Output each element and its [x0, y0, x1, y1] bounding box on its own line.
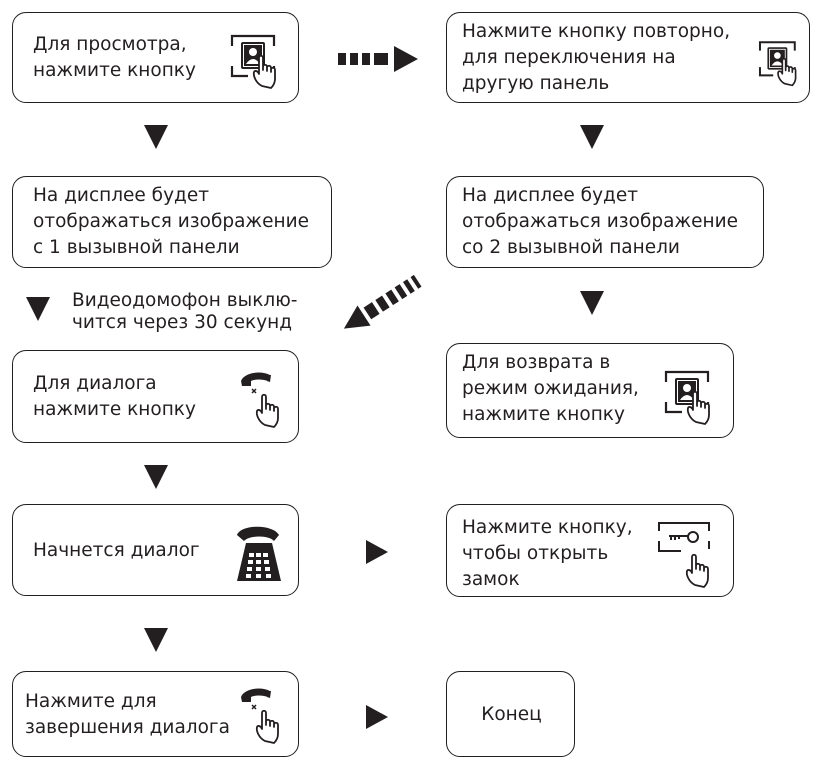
step-view-box: Для просмотра, нажмите кнопку	[12, 12, 299, 103]
arrow-right-2	[366, 705, 388, 729]
arrow-down-6	[144, 628, 168, 652]
arrow-down-3	[26, 297, 50, 321]
step-panel1-box: На дисплее будет отображаться изображени…	[12, 176, 332, 268]
step-view-text: Для просмотра, нажмите кнопку	[33, 34, 196, 81]
arrow-down-2	[580, 125, 604, 149]
step-dialog-box: Для диалога нажмите кнопку	[12, 350, 299, 443]
step-end-text: Конец	[481, 704, 542, 725]
step-end-dialog-box: Нажмите для завершения диалога	[12, 671, 299, 757]
step-open-lock-text: Нажмите кнопку, чтобы открыть замок	[462, 517, 633, 590]
step-standby-box: Для возврата в режим ожидания, нажмите к…	[446, 343, 734, 438]
monitor-button-icon	[664, 370, 710, 425]
arrow-right-1	[366, 540, 388, 564]
desk-phone-icon	[237, 526, 281, 581]
arrow-down-4	[580, 291, 604, 315]
step-dialog-start-text: Начнется диалог	[33, 540, 200, 561]
step-panel2-text: На дисплее будет отображаться изображени…	[462, 185, 738, 258]
step-panel1-text: На дисплее будет отображаться изображени…	[33, 185, 309, 258]
step-end-dialog-text: Нажмите для завершения диалога	[25, 691, 230, 738]
step-panel2-box: На дисплее будет отображаться изображени…	[446, 176, 764, 268]
monitor-button-icon	[230, 34, 276, 89]
handset-button-icon	[241, 372, 279, 428]
step-press-again-box: Нажмите кнопку повторно, для переключени…	[446, 12, 810, 103]
arrow-down-5	[144, 465, 168, 489]
step-dialog-text: Для диалога нажмите кнопку	[33, 373, 196, 420]
step-end-box: Конец	[446, 671, 575, 757]
step-standby-text: Для возврата в режим ожидания, нажмите к…	[462, 352, 639, 425]
step-open-lock-box: Нажмите кнопку, чтобы открыть замок	[446, 504, 734, 597]
monitor-button-icon	[758, 41, 797, 87]
door-key-button-icon	[658, 522, 710, 588]
dashed-arrow-diagonal	[343, 274, 422, 329]
arrow-down-1	[144, 125, 168, 149]
step-dialog-start-box: Начнется диалог	[12, 504, 299, 596]
dashed-arrow-right	[338, 46, 418, 72]
step-press-again-text: Нажмите кнопку повторно, для переключени…	[462, 21, 731, 94]
timeout-note: Видеодомофон выклю- чится через 30 секун…	[72, 290, 298, 333]
handset-button-icon	[241, 688, 279, 744]
